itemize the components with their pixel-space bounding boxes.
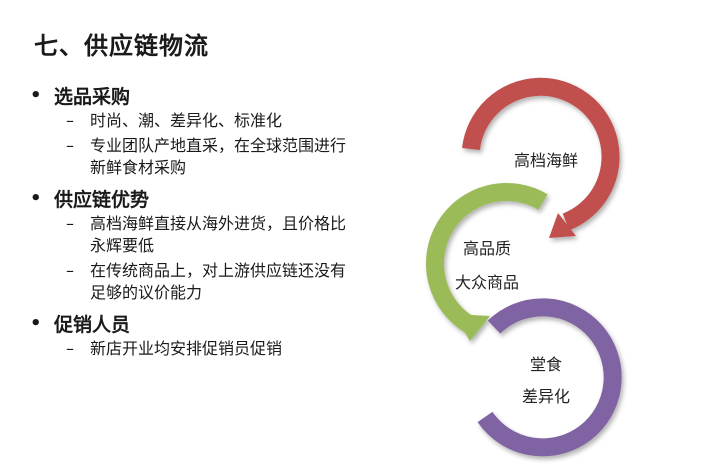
ring-arc — [426, 183, 548, 333]
node-label: 差异化 — [522, 387, 570, 406]
section-heading: • 促销人员 — [30, 308, 390, 338]
node-label: 高品质 — [463, 239, 511, 258]
section-sourcing: • 选品采购 – 时尚、潮、差异化、标准化 – 专业团队产地直采，在全球范围进行… — [30, 80, 390, 179]
dash-icon: – — [66, 111, 74, 130]
section-supply-advantage: • 供应链优势 – 高档海鲜直接从海外进货，且价格比永辉要低 – 在传统商品上，… — [30, 183, 390, 304]
arrow-head-icon — [549, 213, 576, 238]
arrow-head-icon — [454, 314, 490, 341]
list-item-text: 新店开业均安排促销员促销 — [90, 339, 283, 358]
ring-quality-goods — [426, 183, 548, 341]
list-item: – 高档海鲜直接从海外进货，且价格比永辉要低 — [66, 213, 390, 257]
ring-arc — [477, 298, 622, 457]
dash-icon: – — [66, 261, 74, 280]
ring-arc — [462, 77, 620, 231]
list-item: – 新店开业均安排促销员促销 — [66, 338, 390, 360]
section-promoters: • 促销人员 – 新店开业均安排促销员促销 — [30, 308, 390, 360]
list-item-text: 在传统商品上，对上游供应链还没有足够的议价能力 — [90, 261, 347, 302]
section-heading-text: 供应链优势 — [54, 188, 150, 211]
bullet-list: • 选品采购 – 时尚、潮、差异化、标准化 – 专业团队产地直采，在全球范围进行… — [30, 80, 390, 364]
list-item: – 时尚、潮、差异化、标准化 — [66, 110, 390, 132]
section-heading: • 选品采购 — [30, 80, 390, 110]
bullet-icon: • — [30, 187, 42, 209]
list-item-text: 高档海鲜直接从海外进货，且价格比永辉要低 — [90, 214, 347, 255]
dash-icon: – — [66, 214, 74, 233]
list-item: – 在传统商品上，对上游供应链还没有足够的议价能力 — [66, 260, 390, 304]
page-title: 七、供应链物流 — [34, 32, 209, 60]
section-heading-text: 选品采购 — [54, 85, 131, 108]
node-label: 大众商品 — [455, 273, 519, 292]
node-label: 高档海鲜 — [514, 151, 578, 170]
list-item-text: 时尚、潮、差异化、标准化 — [90, 111, 283, 130]
section-heading: • 供应链优势 — [30, 183, 390, 213]
list-item-text: 专业团队产地直采，在全球范围进行新鲜食材采购 — [90, 136, 347, 177]
ring-dine-in — [477, 298, 622, 457]
bullet-icon: • — [30, 312, 42, 334]
bullet-icon: • — [30, 84, 42, 106]
list-item: – 专业团队产地直采，在全球范围进行新鲜食材采购 — [66, 135, 390, 179]
dash-icon: – — [66, 136, 74, 155]
dash-icon: – — [66, 339, 74, 358]
ring-high-end-seafood — [462, 77, 620, 238]
node-label: 堂食 — [530, 355, 562, 374]
section-heading-text: 促销人员 — [54, 313, 131, 336]
